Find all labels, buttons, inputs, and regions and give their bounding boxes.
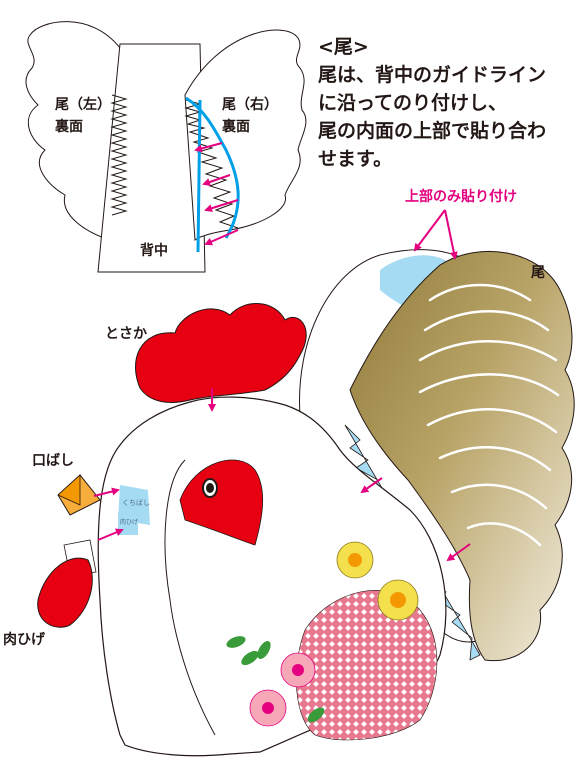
instructions-line-3: 尾の内面の上部で貼り合わ (318, 117, 546, 145)
instructions-line-1: 尾は、背中のガイドライン (318, 61, 546, 89)
beak-slot-tag: くちばし (122, 498, 150, 508)
instructions-line-4: せます。 (318, 145, 546, 173)
instructions: <尾> 尾は、背中のガイドライン に沿ってのり付けし、 尾の内面の上部で貼り合わ… (318, 33, 546, 173)
glue-top-only-label: 上部のみ貼り付け (405, 186, 517, 206)
tail-wings-diagram (26, 22, 306, 272)
tail-left-label-line1: 尾（左） (55, 94, 111, 116)
tail-right-label-line1: 尾（右） (222, 94, 278, 116)
wattle-slot-tag: 肉ひげ (120, 517, 138, 526)
comb-label: とさか (105, 323, 147, 343)
back-label: 背中 (140, 240, 168, 260)
instructions-line-2: に沿ってのり付けし、 (318, 89, 546, 117)
guide-line (198, 100, 200, 252)
yellow-flower-2 (378, 580, 418, 620)
wattle (38, 558, 93, 627)
plum-flower-2 (250, 690, 286, 726)
beak-label: 口ばし (32, 450, 74, 470)
tail-right-label-line2: 裏面 (222, 116, 278, 138)
plum-flower-1 (281, 653, 315, 687)
wattle-label: 肉ひげ (3, 629, 45, 649)
rooster-assembly (38, 210, 575, 756)
comb (135, 304, 306, 403)
tail-left-label-line2: 裏面 (55, 116, 111, 138)
instructions-heading: <尾> (318, 33, 546, 61)
tail-label: 尾 (531, 262, 545, 282)
yellow-flower-1 (337, 542, 373, 578)
tail-left-label: 尾（左） 裏面 (55, 94, 111, 138)
tail-right-label: 尾（右） 裏面 (222, 94, 278, 138)
